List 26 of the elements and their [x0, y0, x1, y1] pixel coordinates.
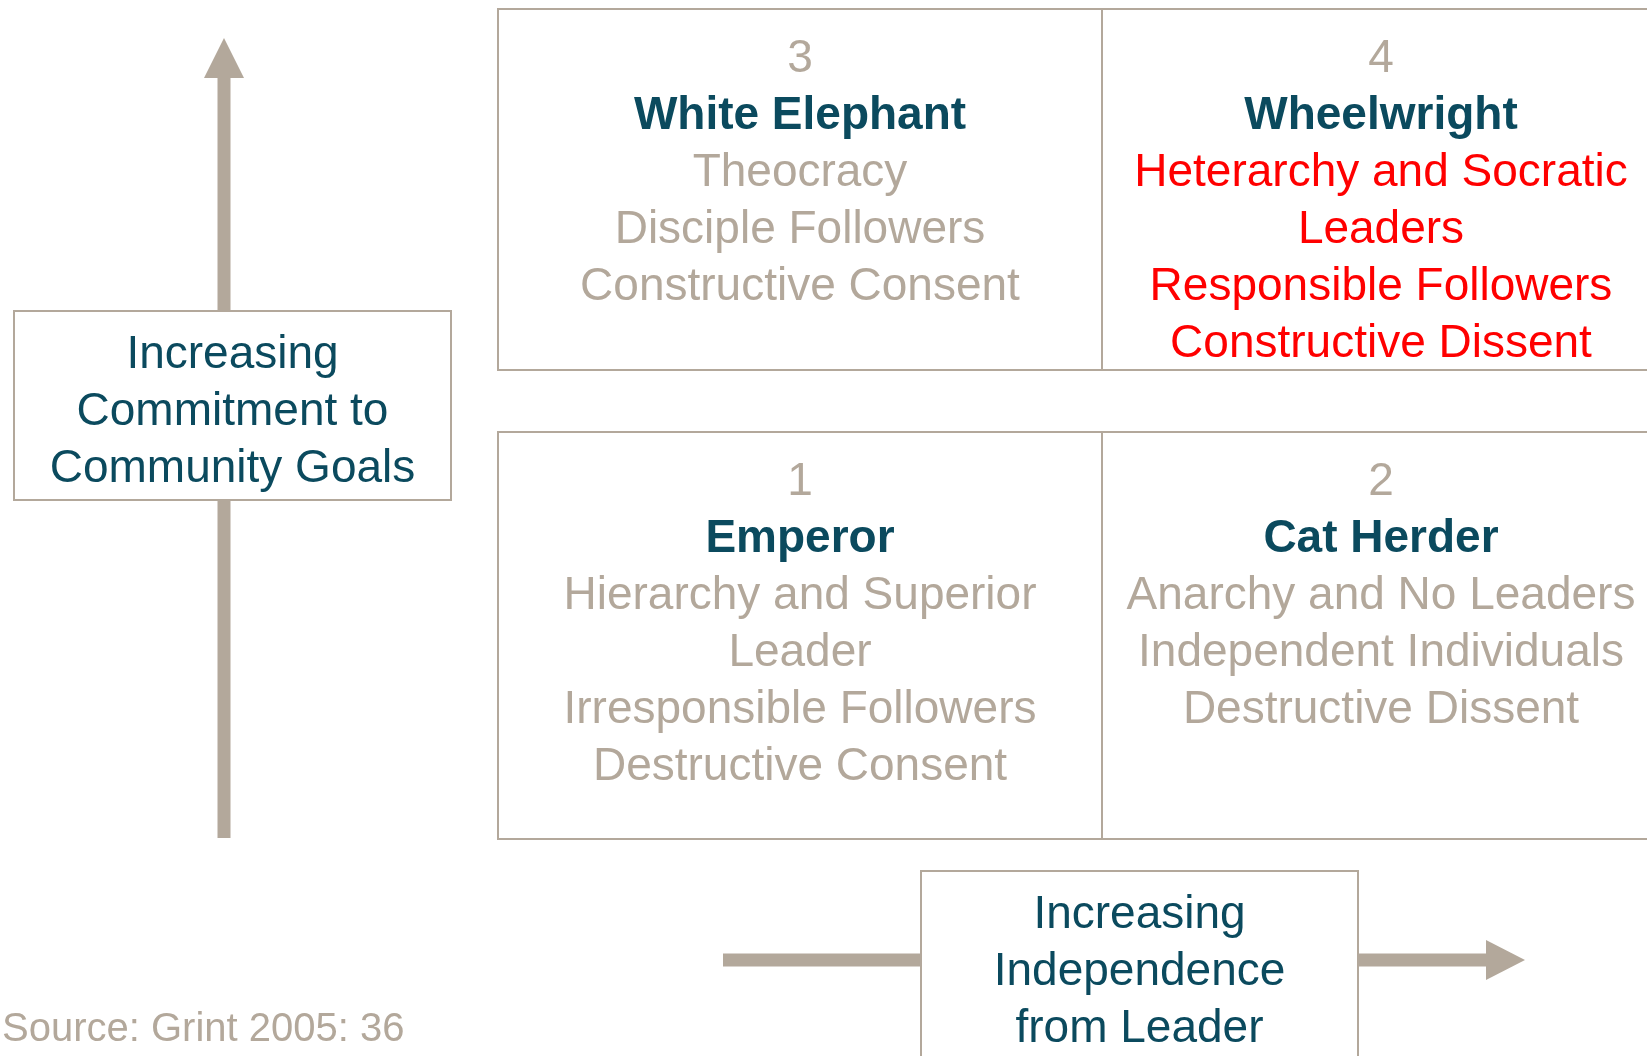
quadrant-number: 4 — [1367, 29, 1395, 84]
quadrant-title: Wheelwright — [1243, 86, 1519, 141]
quadrant-text: Heterarchy and Socratic Leaders — [1133, 143, 1629, 255]
quadrant-text: Disciple Followers — [613, 200, 987, 255]
quadrant-text: Constructive Dissent — [1169, 314, 1593, 369]
quadrant-text: Independent Individuals — [1137, 623, 1625, 678]
quadrant-cell — [497, 431, 1103, 840]
quadrant-title: Emperor — [704, 509, 896, 564]
quadrant-text: Responsible Followers — [1148, 257, 1614, 312]
quadrant-text: Irresponsible Followers — [562, 680, 1038, 735]
axis-label: Increasing Commitment to Community Goals — [13, 310, 452, 501]
quadrant-title: Cat Herder — [1262, 509, 1500, 564]
quadrant-cell — [497, 8, 1103, 371]
quadrant-cell — [1101, 8, 1647, 371]
quadrant-number: 3 — [786, 29, 814, 84]
quadrant-title: White Elephant — [632, 86, 968, 141]
quadrant-text: Hierarchy and Superior Leader — [562, 566, 1038, 678]
quadrant-cell — [1101, 431, 1647, 840]
quadrant-text: Theocracy — [691, 143, 909, 198]
quadrant-number: 2 — [1367, 452, 1395, 507]
source-note: Source: Grint 2005: 36 — [2, 1005, 405, 1050]
quadrant-text: Constructive Consent — [579, 257, 1021, 312]
quadrant-number: 1 — [786, 452, 814, 507]
quadrant-text: Destructive Dissent — [1181, 680, 1581, 735]
quadrant-text: Anarchy and No Leaders — [1125, 566, 1637, 621]
quadrant-text: Destructive Consent — [591, 737, 1009, 792]
